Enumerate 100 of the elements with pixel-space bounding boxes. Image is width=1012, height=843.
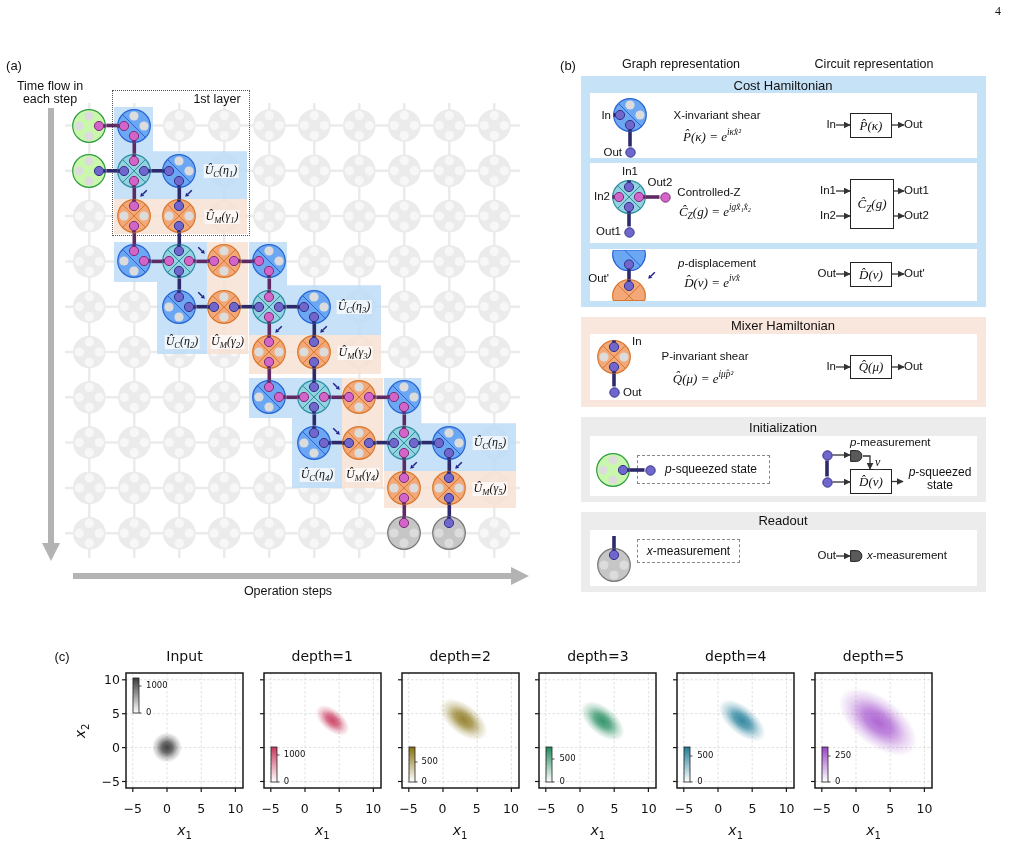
port-label: In1 <box>820 184 836 198</box>
connector-line <box>267 278 272 290</box>
axis-label: x$_{1}$ <box>728 821 744 839</box>
tick-label: 0 <box>576 801 585 817</box>
direction-arrow-icon <box>409 460 419 470</box>
gate-card <box>590 334 977 400</box>
port-label: Out' <box>588 272 609 286</box>
axis-label: x$_{1}$ <box>866 821 881 839</box>
tick-label: 10 <box>916 801 933 817</box>
tick-label: 5 <box>886 801 895 817</box>
cost-layer-band <box>114 107 247 199</box>
connector-line <box>312 323 317 335</box>
port-dot <box>608 386 620 398</box>
plot-title: depth=3 <box>567 647 629 665</box>
connector-line <box>376 440 388 445</box>
connector-line <box>286 304 298 309</box>
frame-label: p-squeezed state <box>664 463 758 477</box>
squeezed-state-circle <box>72 153 107 188</box>
shear-gate-circle <box>432 425 467 460</box>
mixer-gate-circle <box>207 244 242 279</box>
state-label: p-squeezed state <box>903 466 977 492</box>
connector-line <box>331 395 343 400</box>
panel-label: (a) <box>6 58 22 74</box>
operator-label: Û$_{C}$(η$_{3}$) <box>336 300 372 314</box>
operator-label: Û$_{M}$(γ$_{4}$) <box>345 468 380 482</box>
gate-box: Q̂(μ) <box>850 355 892 379</box>
port-label: Out2 <box>647 176 673 190</box>
direction-arrow-icon <box>139 188 149 198</box>
frame-label: 1st layer <box>191 91 243 106</box>
connector-line <box>177 233 182 245</box>
operator-label: Û$_{C}$(η$_{2}$) <box>164 335 200 349</box>
controlled-z-circle <box>612 180 646 214</box>
mixer-gate-circle <box>342 380 377 415</box>
shear-gate-circle <box>252 244 287 279</box>
plot-title: Input <box>166 647 203 665</box>
port-label: Out1 <box>596 225 621 239</box>
gate-card <box>590 163 977 243</box>
connector-line <box>151 259 163 264</box>
measurement-circle <box>387 516 422 551</box>
mixer-layer-band <box>207 242 248 354</box>
port-label: Out <box>817 267 836 281</box>
shear-gate-circle <box>117 244 152 279</box>
shear-gate-circle <box>252 380 287 415</box>
shear-gate-circle <box>387 380 422 415</box>
gate-box: Ĉ$_{Z}$(g) <box>850 179 894 229</box>
shear-gate-circle <box>297 289 332 324</box>
colorbar-label: 0 <box>421 777 427 787</box>
page-number: 4 <box>995 5 1001 19</box>
tick-label: 5 <box>197 801 206 817</box>
tick-label: −5 <box>812 801 831 817</box>
connector-line <box>627 271 631 279</box>
colorbar-label: 0 <box>697 777 703 787</box>
connector-line <box>267 369 272 381</box>
plot-title: depth=4 <box>705 647 767 665</box>
operator-label: Û$_{C}$(η$_{4}$) <box>299 468 335 482</box>
tick-label: −5 <box>261 801 280 817</box>
section-title: Mixer Hamiltonian <box>731 318 835 334</box>
controlled-z-circle <box>297 380 332 415</box>
arrow <box>835 270 851 278</box>
controlled-z-circle <box>252 289 287 324</box>
gate-name: Controlled-Z <box>677 186 741 200</box>
connector-line <box>241 259 253 264</box>
mixer-gate-circle <box>387 470 422 505</box>
connector-line <box>196 259 208 264</box>
tick-label: 0 <box>300 801 309 817</box>
connector-line <box>402 504 407 517</box>
tick-label: 5 <box>748 801 757 817</box>
connector-line <box>241 304 253 309</box>
tick-label: 0 <box>112 740 120 755</box>
port-label: In2 <box>594 190 610 204</box>
controlled-z-circle <box>387 425 422 460</box>
cost-layer-band <box>114 242 207 354</box>
section-panel <box>581 512 986 592</box>
port-label: x-measurement <box>867 549 947 563</box>
colorbar-label: 1000 <box>146 681 168 691</box>
gate-box: P̂(κ) <box>850 113 892 138</box>
measurement-circle <box>597 548 631 582</box>
gate-formula: Q̂(μ) = e$^{iμp̂²}$ <box>672 371 734 387</box>
section-panel <box>581 417 986 502</box>
dashed-frame: x-measurement <box>637 539 740 563</box>
tick-label: 10 <box>503 801 519 817</box>
mixer-layer-band <box>114 198 247 234</box>
operator-label: Û$_{M}$(γ$_{5}$) <box>472 482 508 496</box>
port-label: In <box>632 335 642 349</box>
direction-arrow-icon <box>197 291 207 301</box>
arrow <box>831 451 851 459</box>
tick-label: 10 <box>365 801 382 817</box>
shear-gate-circle <box>297 425 332 460</box>
axis-title: Operation steps <box>243 583 333 599</box>
section-title: Cost Hamiltonian <box>733 78 833 94</box>
plot-title: depth=1 <box>291 647 353 665</box>
section-panel <box>581 76 986 307</box>
direction-arrow-icon <box>184 188 194 198</box>
port-label: In <box>826 118 836 132</box>
colorbar-label: 1000 <box>283 750 306 760</box>
tick-label: 10 <box>778 801 795 817</box>
arrow <box>891 270 905 278</box>
gate-formula: D̂(ν) = e$^{iνx̂}$ <box>684 275 740 291</box>
arrow <box>835 212 851 220</box>
mixer-gate-circle <box>117 199 152 234</box>
